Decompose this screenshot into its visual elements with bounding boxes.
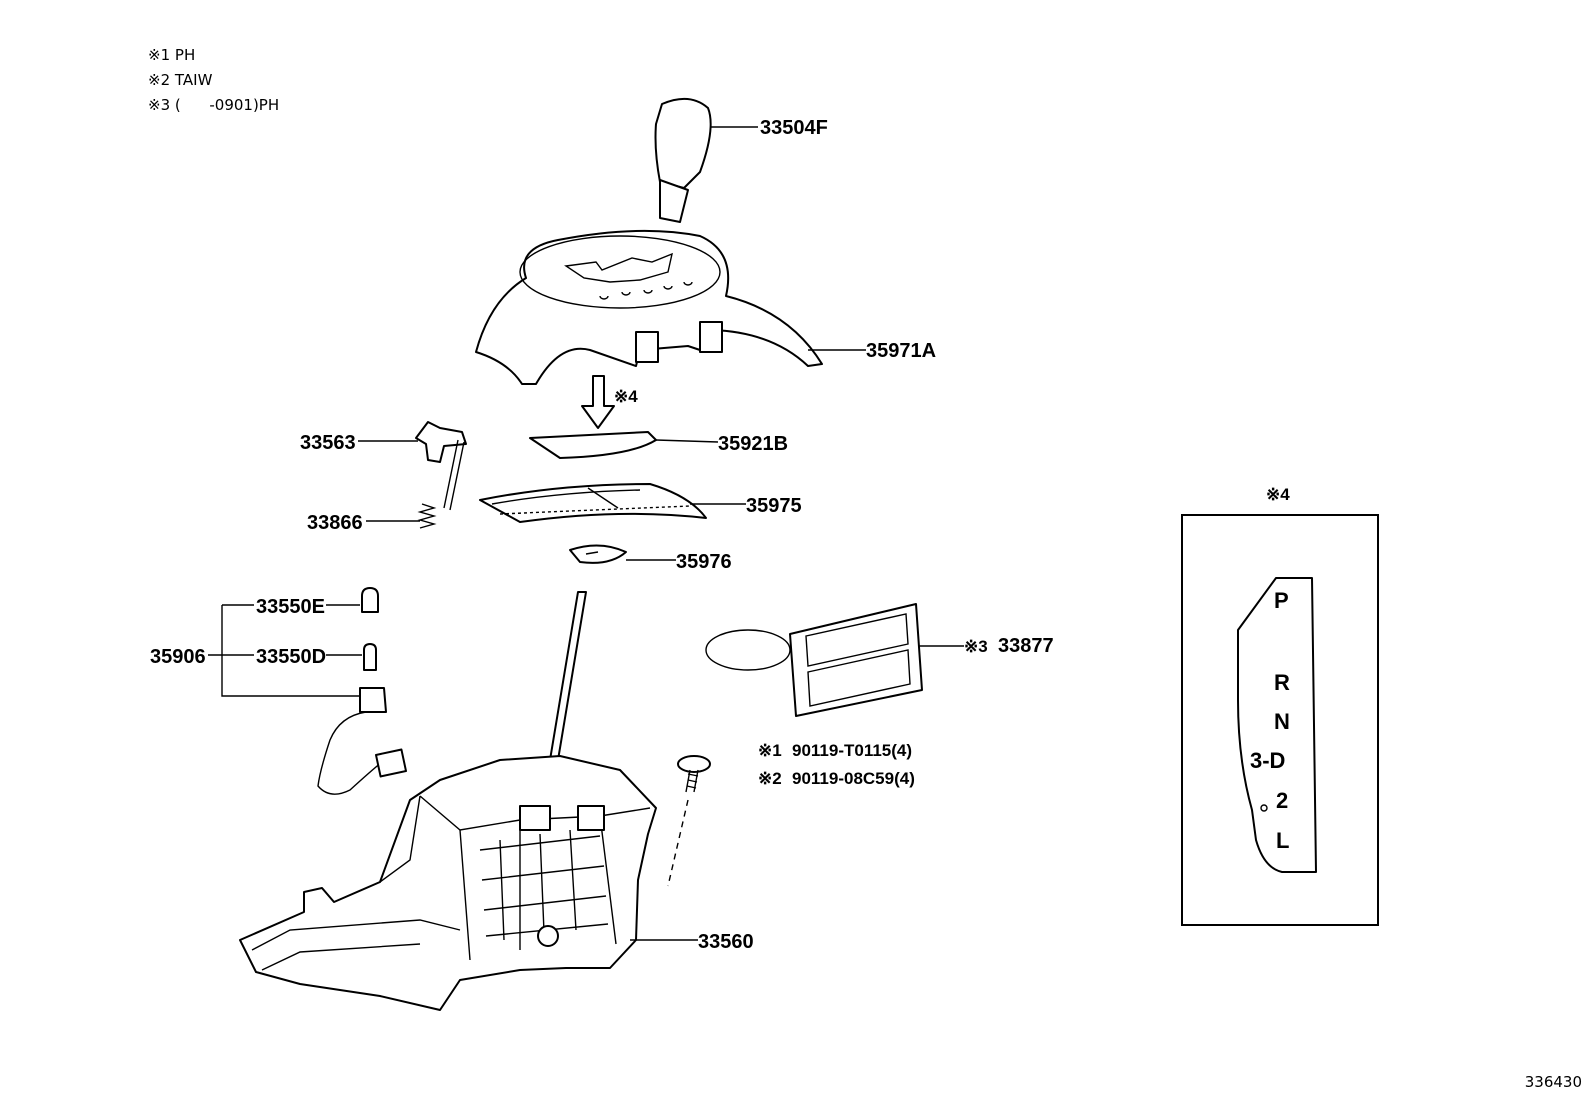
label-35906[interactable]: 35906 [150,646,206,668]
indicator-cover[interactable] [569,544,627,564]
label-35921B[interactable]: 35921B [718,433,788,455]
label-33877[interactable]: 33877 [998,635,1054,657]
screw-2-mark: ※2 [758,769,782,788]
label-33550E[interactable]: 33550E [256,596,325,618]
label-screw-1[interactable]: 90119-T0115(4) [792,741,912,760]
label-sheet-mark: ※3 [964,637,988,656]
shift-knob[interactable] [654,97,712,223]
detail-box [1181,514,1379,926]
label-33563[interactable]: 33563 [300,432,356,454]
detail-title: ※4 [1266,485,1290,504]
position-3d: 3-D [1250,748,1285,773]
indicator-panel[interactable] [479,483,707,523]
footnote-2: ※2 TAIW [148,71,213,89]
arrow-note-mark: ※4 [614,387,638,406]
label-sheet[interactable] [705,603,923,717]
label-33504F[interactable]: 33504F [760,117,828,139]
indicator-dot-icon [1260,804,1268,812]
footnote-3: ※3 ( -0901)PH [148,96,280,114]
label-33866[interactable]: 33866 [307,512,363,534]
label-screw-2[interactable]: 90119-08C59(4) [792,769,915,788]
label-35975[interactable]: 35975 [746,495,802,517]
footnote-1: ※1 PH [148,46,196,64]
bulb-socket[interactable] [317,687,408,795]
lock-switch[interactable] [415,421,467,511]
mounting-screw[interactable] [667,755,711,887]
position-p: P [1274,588,1289,613]
spring[interactable] [417,503,437,529]
label-33560[interactable]: 33560 [698,931,754,953]
position-2: 2 [1276,788,1288,813]
bulb-e[interactable] [361,587,379,613]
shifter-housing[interactable] [239,755,657,1011]
label-35976[interactable]: 35976 [676,551,732,573]
bulb-d[interactable] [363,643,377,671]
position-label-strip [1237,577,1317,873]
install-arrow [581,375,615,429]
screw-1-mark: ※1 [758,741,782,760]
position-plate[interactable] [529,431,657,459]
position-n: N [1274,709,1290,734]
label-35971A[interactable]: 35971A [866,340,936,362]
shift-bezel[interactable] [475,229,823,385]
position-l: L [1276,828,1289,853]
label-33550D[interactable]: 33550D [256,646,326,668]
position-r: R [1274,670,1290,695]
diagram-reference-number: 336430 [1524,1073,1582,1091]
